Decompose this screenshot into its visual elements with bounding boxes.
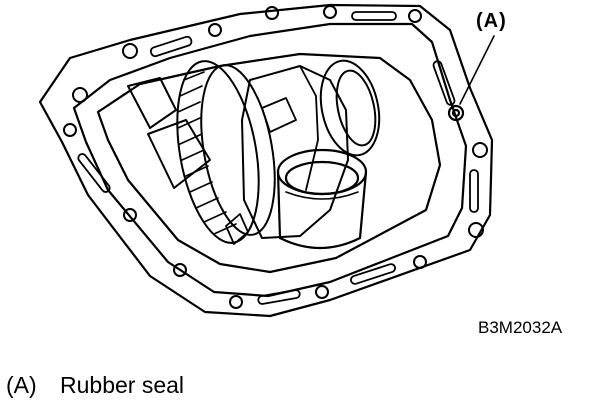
callout-leader (459, 35, 495, 105)
callout-label-a: (A) (476, 10, 507, 32)
bolt-hole (229, 295, 243, 309)
bolt-hole (468, 222, 484, 238)
legend-key: (A) (6, 372, 37, 398)
legend-item: (A) Rubber seal (6, 372, 184, 399)
figure-code: B3M2032A (478, 318, 563, 337)
gasket-outer-edge (38, 3, 494, 318)
bolt-hole (72, 87, 88, 103)
bolt-hole (122, 43, 138, 59)
ring-gear (176, 60, 276, 244)
side-retainer (319, 59, 381, 157)
gasket-inner-edge (72, 22, 468, 298)
flange-slots (77, 11, 479, 305)
housing-cavity (96, 52, 442, 274)
bolt-hole (123, 208, 137, 222)
bolt-hole (265, 6, 279, 20)
diff-carrier (241, 65, 349, 239)
bolt-hole (413, 255, 427, 269)
rubber-seal (447, 104, 465, 122)
bolt-holes (63, 5, 488, 309)
bolt-hole (173, 263, 187, 277)
bolt-hole (408, 9, 422, 23)
sleeve-cylinder (276, 148, 368, 250)
bolt-hole (63, 123, 77, 137)
bolt-hole (315, 285, 329, 299)
bolt-hole (208, 23, 222, 37)
bolt-hole (472, 142, 488, 158)
side-bearing (127, 77, 177, 129)
legend-text: Rubber seal (60, 372, 185, 398)
bolt-hole (323, 5, 337, 19)
